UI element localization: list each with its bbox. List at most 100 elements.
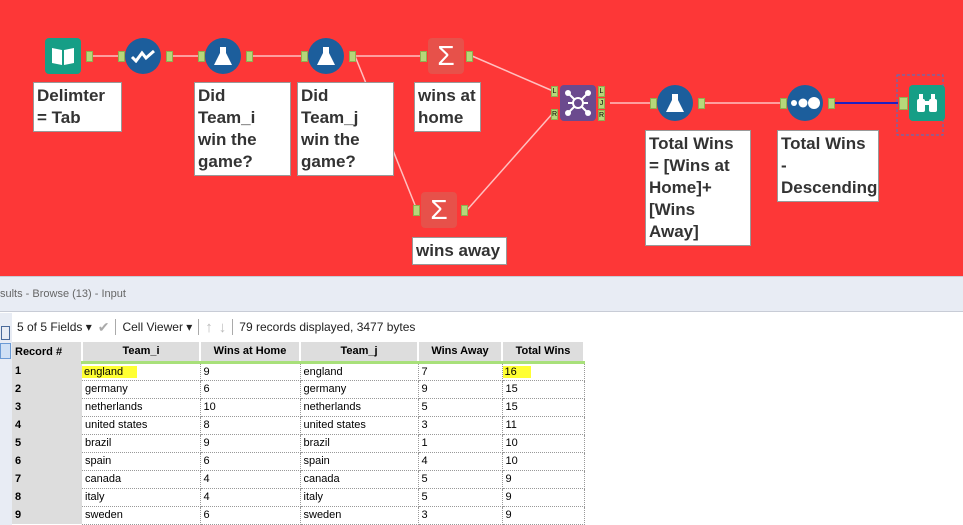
- table-cell[interactable]: 9: [418, 380, 503, 399]
- formula-flask-icon[interactable]: [308, 38, 344, 74]
- output-anchor[interactable]: [698, 98, 705, 109]
- table-cell[interactable]: germany: [82, 380, 201, 399]
- record-number[interactable]: 9: [12, 506, 82, 524]
- join-l-output[interactable]: L: [598, 86, 605, 97]
- formula-flask-icon[interactable]: [205, 38, 241, 74]
- table-cell[interactable]: england: [300, 362, 419, 381]
- join-j-output[interactable]: J: [598, 98, 605, 109]
- table-cell[interactable]: spain: [300, 452, 419, 471]
- table-cell[interactable]: 5: [418, 398, 503, 417]
- table-cell[interactable]: 8: [200, 416, 301, 435]
- table-cell[interactable]: 3: [418, 506, 503, 525]
- table-cell[interactable]: 9: [200, 434, 301, 453]
- record-number[interactable]: 8: [12, 488, 82, 506]
- table-cell[interactable]: 4: [200, 488, 301, 507]
- input-anchor[interactable]: [420, 51, 427, 62]
- join-icon[interactable]: [560, 85, 596, 121]
- table-cell[interactable]: 11: [502, 416, 585, 435]
- input-anchor[interactable]: [413, 205, 420, 216]
- table-cell[interactable]: 6: [200, 506, 301, 525]
- summarize-sigma-icon[interactable]: Σ: [421, 192, 457, 228]
- column-header[interactable]: Total Wins: [502, 342, 585, 364]
- output-anchor[interactable]: [466, 51, 473, 62]
- table-cell[interactable]: 9: [502, 488, 585, 507]
- table-cell[interactable]: sweden: [82, 506, 201, 525]
- checkmark-icon[interactable]: ✔: [97, 318, 110, 335]
- table-cell[interactable]: united states: [82, 416, 201, 435]
- table-cell[interactable]: 10: [502, 434, 585, 453]
- join-left-anchor[interactable]: L: [551, 86, 558, 97]
- input-anchor[interactable]: [780, 98, 787, 109]
- record-number[interactable]: 1: [12, 362, 82, 380]
- record-number[interactable]: 3: [12, 398, 82, 416]
- table-cell[interactable]: italy: [300, 488, 419, 507]
- select-check-icon[interactable]: [125, 38, 161, 74]
- table-cell[interactable]: 10: [502, 452, 585, 471]
- output-anchor[interactable]: [166, 51, 173, 62]
- record-number[interactable]: 2: [12, 380, 82, 398]
- input-anchor[interactable]: [899, 97, 908, 110]
- arrow-down-icon[interactable]: ↓: [218, 318, 227, 336]
- table-cell[interactable]: 10: [200, 398, 301, 417]
- table-cell[interactable]: 16: [502, 362, 585, 381]
- output-anchor[interactable]: [86, 51, 93, 62]
- column-header[interactable]: Wins at Home: [200, 342, 301, 364]
- table-cell[interactable]: 6: [200, 452, 301, 471]
- table-cell[interactable]: 5: [418, 488, 503, 507]
- input-anchor[interactable]: [650, 98, 657, 109]
- column-header[interactable]: Team_j: [300, 342, 419, 364]
- record-number[interactable]: 5: [12, 434, 82, 452]
- table-cell[interactable]: 3: [418, 416, 503, 435]
- output-anchor[interactable]: [349, 51, 356, 62]
- table-cell[interactable]: brazil: [300, 434, 419, 453]
- table-cell[interactable]: 9: [200, 362, 301, 381]
- column-header[interactable]: Record #: [12, 342, 83, 362]
- table-cell[interactable]: 4: [418, 452, 503, 471]
- input-anchor[interactable]: [118, 51, 125, 62]
- input-anchor[interactable]: [198, 51, 205, 62]
- column-header[interactable]: Team_i: [82, 342, 201, 364]
- input-book-icon[interactable]: [45, 38, 81, 74]
- formula-flask-icon[interactable]: [657, 85, 693, 121]
- table-cell[interactable]: 4: [200, 470, 301, 489]
- table-cell[interactable]: canada: [82, 470, 201, 489]
- record-number[interactable]: 4: [12, 416, 82, 434]
- sort-dots-icon[interactable]: [787, 85, 823, 121]
- table-cell[interactable]: netherlands: [82, 398, 201, 417]
- table-cell[interactable]: 15: [502, 380, 585, 399]
- table-cell[interactable]: canada: [300, 470, 419, 489]
- fields-select[interactable]: 5 of 5 Fields ▾: [17, 320, 92, 334]
- join-r-output[interactable]: R: [598, 110, 605, 121]
- arrow-up-icon[interactable]: ↑: [205, 318, 213, 336]
- table-cell[interactable]: sweden: [300, 506, 419, 525]
- table-view-icon[interactable]: [1, 326, 10, 340]
- table-cell[interactable]: brazil: [82, 434, 201, 453]
- join-right-anchor[interactable]: R: [551, 109, 558, 120]
- table-cell[interactable]: 6: [200, 380, 301, 399]
- viewer-select[interactable]: Cell Viewer ▾: [122, 320, 193, 334]
- table-cell[interactable]: england: [82, 362, 201, 381]
- table-cell[interactable]: netherlands: [300, 398, 419, 417]
- table-cell[interactable]: italy: [82, 488, 201, 507]
- column-header[interactable]: Wins Away: [418, 342, 503, 364]
- table-cell[interactable]: 5: [418, 470, 503, 489]
- output-anchor[interactable]: [828, 98, 835, 109]
- table-cell[interactable]: 9: [502, 470, 585, 489]
- table-cell[interactable]: germany: [300, 380, 419, 399]
- output-anchor[interactable]: [461, 205, 468, 216]
- browse-binoculars-icon[interactable]: [909, 85, 945, 121]
- record-number[interactable]: 6: [12, 452, 82, 470]
- table-cell[interactable]: 9: [502, 506, 585, 525]
- summarize-sigma-icon[interactable]: Σ: [428, 38, 464, 74]
- table-cell[interactable]: 15: [502, 398, 585, 417]
- table-cell[interactable]: 1: [418, 434, 503, 453]
